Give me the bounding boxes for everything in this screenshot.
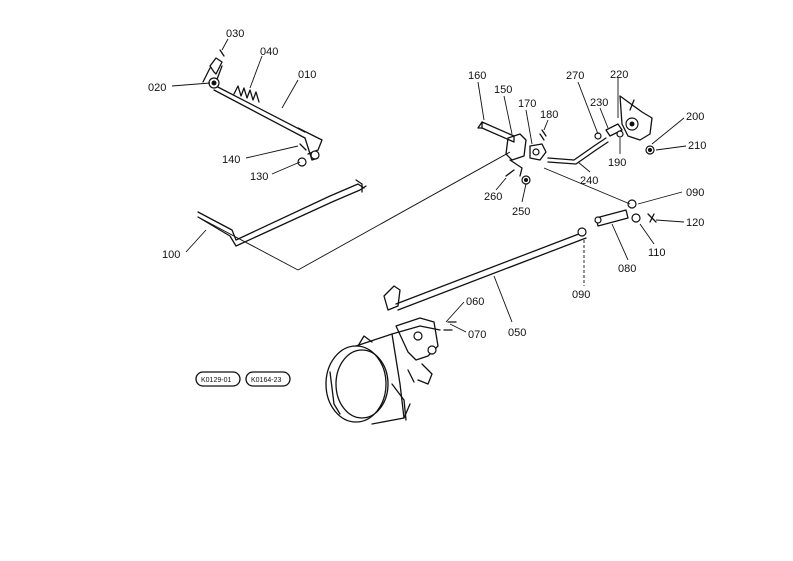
control-rod-assembly	[383, 199, 657, 311]
throttle-linkage-assembly	[477, 95, 655, 185]
callout-190: 190	[608, 157, 626, 169]
pedal-assembly	[197, 49, 367, 247]
reference-stamp-right: K0164-23	[245, 371, 291, 387]
callout-040: 040	[260, 46, 278, 58]
reference-line-lower	[543, 167, 631, 205]
callout-090-upper: 090	[686, 187, 704, 199]
reference-line-upper	[297, 151, 511, 271]
callout-030: 030	[226, 28, 244, 40]
callout-140: 140	[222, 154, 240, 166]
stamp-left-text: K0129-01	[201, 377, 231, 384]
stamp-right-text: K0164-23	[251, 377, 281, 384]
callout-130: 130	[250, 171, 268, 183]
engine-assembly	[325, 317, 457, 425]
callout-220: 220	[610, 69, 628, 81]
callout-150: 150	[494, 84, 512, 96]
callout-210: 210	[688, 140, 706, 152]
callout-200: 200	[686, 111, 704, 123]
callout-010: 010	[298, 69, 316, 81]
callout-100: 100	[162, 249, 180, 261]
callout-230: 230	[590, 97, 608, 109]
callout-080: 080	[618, 263, 636, 275]
callout-240: 240	[580, 175, 598, 187]
callout-060: 060	[466, 296, 484, 308]
callout-050: 050	[508, 327, 526, 339]
callout-090-lower: 090	[572, 289, 590, 301]
reference-stamp-left: K0129-01	[195, 371, 241, 387]
callout-120: 120	[686, 217, 704, 229]
leader-lines	[171, 38, 687, 333]
callout-250: 250	[512, 206, 530, 218]
callout-160: 160	[468, 70, 486, 82]
callout-180: 180	[540, 109, 558, 121]
callout-270: 270	[566, 70, 584, 82]
reference-line-rod-100	[199, 217, 299, 271]
callout-170: 170	[518, 98, 536, 110]
callout-110: 110	[648, 247, 666, 259]
callout-020: 020	[148, 82, 166, 94]
callout-260: 260	[484, 191, 502, 203]
callout-070: 070	[468, 329, 486, 341]
callout-labels: 030 040 020 010 140 130 100 160 150 170 …	[148, 28, 706, 341]
